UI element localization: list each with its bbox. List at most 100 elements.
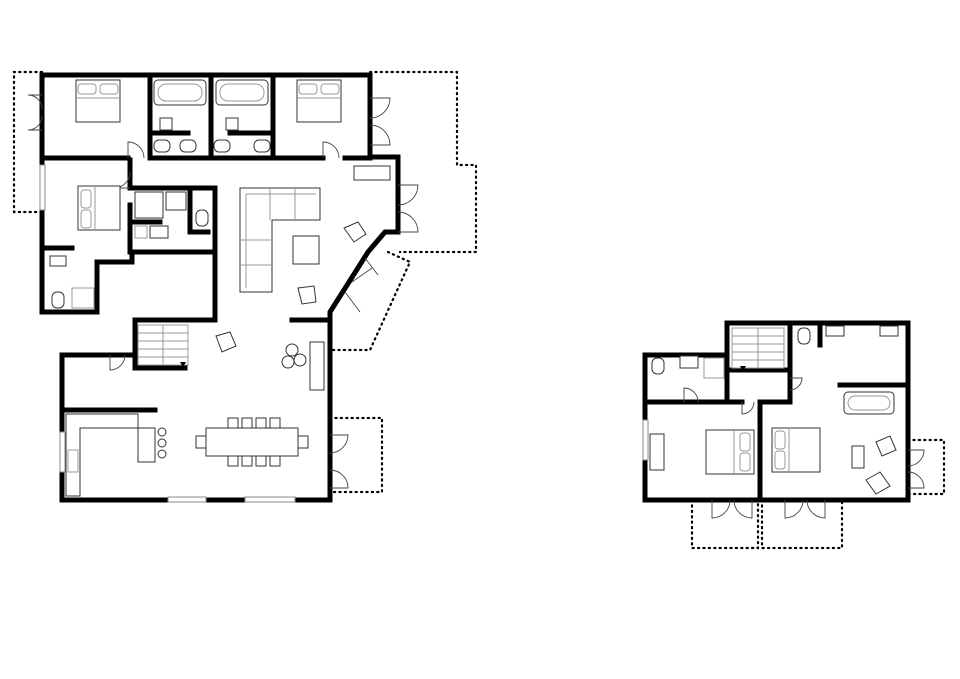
window-south-1 — [167, 496, 207, 503]
door-balcony-left — [711, 499, 753, 519]
sink-icon — [49, 255, 67, 267]
upper-bath-left — [651, 355, 725, 379]
coffee-table-icon — [292, 235, 320, 265]
armchair-icon — [215, 331, 237, 353]
door-west-terrace — [27, 94, 43, 131]
door-bedroom2 — [322, 141, 340, 159]
bedroom-3 — [49, 185, 121, 309]
bathtub-icon — [153, 79, 207, 106]
dining-table-icon — [205, 427, 299, 457]
terrace-northeast — [368, 70, 478, 254]
terrace-southeast — [328, 416, 384, 494]
armchair-icon — [875, 435, 897, 457]
bar-stool-icon — [157, 449, 167, 459]
sink-icon — [149, 225, 169, 239]
door-upper-bath — [683, 387, 699, 403]
window-west-bedroom — [39, 164, 46, 211]
sink-icon — [159, 117, 173, 131]
upper-windows — [642, 419, 649, 461]
toilet-icon — [797, 327, 811, 345]
toilet-icon — [51, 291, 65, 309]
sink-icon — [679, 355, 699, 369]
dining-chair-icon — [227, 417, 239, 429]
dining-chair-icon — [227, 455, 239, 467]
terrace-east — [328, 250, 412, 352]
bedroom-1 — [75, 79, 121, 123]
window-west-kitchen — [59, 431, 66, 473]
window-south-2 — [244, 496, 296, 503]
side-table-icon — [285, 343, 299, 357]
window-upper-west — [642, 419, 649, 461]
door-diagonal-terrace — [344, 257, 379, 313]
upper-master-bath — [797, 325, 899, 415]
upper-doors — [683, 377, 925, 519]
toilet-icon — [651, 357, 665, 375]
door-northeast-terrace — [369, 97, 391, 146]
bathroom-top-right — [213, 79, 271, 153]
double-bed-icon — [75, 79, 121, 123]
shower-icon — [71, 287, 95, 309]
terraces — [12, 70, 478, 494]
dining-chair-icon — [269, 417, 281, 429]
balconies — [690, 438, 946, 550]
armchair-icon — [297, 285, 317, 305]
kitchen — [65, 413, 167, 497]
bathtub-icon — [843, 391, 895, 415]
sink-icon — [879, 325, 899, 337]
desk-icon — [353, 165, 391, 181]
armchair-icon — [343, 221, 367, 243]
side-table-icon — [293, 353, 307, 367]
core-bathroom — [134, 191, 209, 239]
dining-chair-icon — [255, 417, 267, 429]
upper-core-wall — [724, 320, 823, 405]
core-bath-walls — [127, 185, 218, 251]
ground-windows — [39, 164, 296, 503]
double-bed-icon — [771, 427, 821, 473]
door-balcony-east — [907, 449, 925, 489]
door-bedroom1 — [127, 141, 145, 159]
dining-chair-icon — [255, 455, 267, 467]
dining-chair-icon — [269, 455, 281, 467]
stair-arrow-icon — [180, 362, 186, 367]
bench-icon — [851, 445, 865, 469]
exterior-wall — [39, 72, 401, 503]
sideboard-icon — [309, 341, 325, 391]
toilet-icon — [153, 139, 171, 153]
staircase-ground — [137, 324, 189, 367]
dining-chair-icon — [241, 455, 253, 467]
staircase-walls — [132, 317, 188, 371]
upper-bedroom-right — [771, 427, 897, 495]
side-table-icon — [281, 355, 295, 369]
kitchen-counter-icon — [65, 413, 156, 497]
sink-icon — [825, 325, 845, 337]
bar-stool-icon — [157, 438, 167, 448]
bar-stool-icon — [157, 427, 167, 437]
balcony-south-left — [690, 498, 760, 550]
double-bed-icon — [705, 429, 755, 475]
upper-floor-walls — [642, 320, 911, 503]
upper-floor-plan — [642, 320, 946, 550]
toilet-icon — [213, 139, 231, 153]
armchair-icon — [865, 471, 891, 495]
upper-staircase — [731, 327, 785, 371]
bathtub-icon — [215, 79, 269, 106]
terrace-west — [12, 70, 44, 214]
door-upper-bedroom — [741, 401, 755, 415]
double-bed-icon — [296, 79, 342, 123]
bathtub-icon — [134, 191, 164, 219]
dining-area — [195, 417, 309, 467]
sink-icon — [179, 139, 197, 153]
sectional-sofa-icon — [239, 187, 321, 293]
door-east-terrace — [397, 184, 419, 233]
dining-chair-icon — [195, 435, 207, 449]
bedroom-2 — [296, 79, 342, 123]
desk-icon — [649, 433, 665, 471]
toilet-icon — [195, 209, 209, 227]
dining-chair-icon — [297, 435, 309, 449]
sink-icon — [165, 191, 187, 211]
ground-floor-plan — [12, 70, 478, 503]
door-stair — [109, 354, 126, 371]
living-area — [215, 165, 391, 391]
door-southeast-terrace — [329, 434, 349, 489]
